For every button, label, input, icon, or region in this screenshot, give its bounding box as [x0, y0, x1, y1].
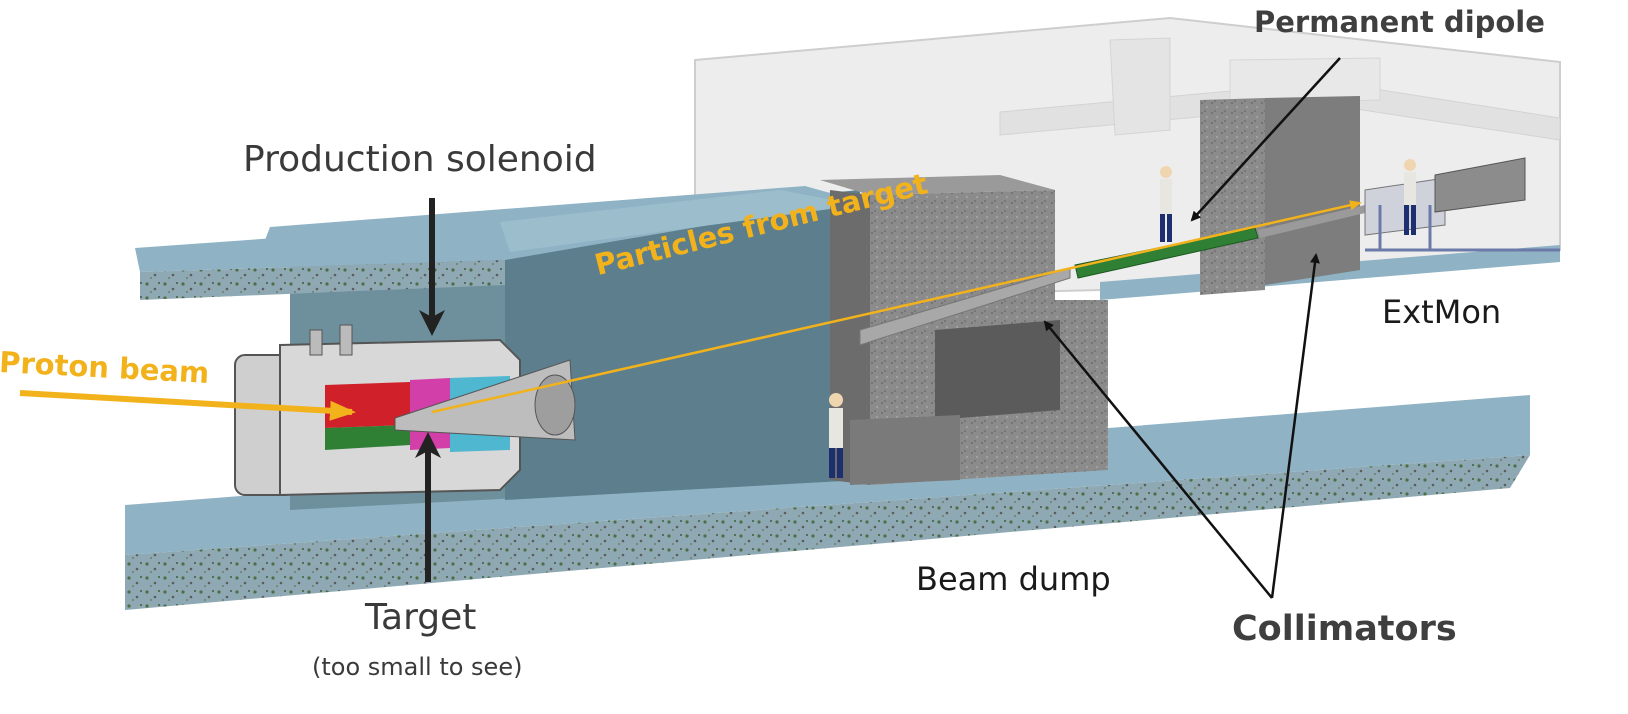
label-target: Target — [365, 597, 477, 638]
arrow-icon — [1043, 320, 1273, 599]
arrow-icon — [1190, 57, 1341, 222]
person-icon — [1160, 166, 1172, 242]
label-permanent-dipole: Permanent dipole — [1254, 5, 1545, 39]
person-icon — [1404, 159, 1416, 235]
label-collimators: Collimators — [1232, 609, 1457, 649]
label-beam-dump: Beam dump — [916, 560, 1111, 598]
beam-dump-block — [820, 175, 1108, 485]
beamline — [859, 157, 1560, 346]
arrow-icon — [19, 390, 356, 421]
label-production-solenoid: Production solenoid — [243, 139, 597, 180]
person-icon — [829, 393, 843, 478]
particle-trajectory — [431, 200, 1362, 414]
ceiling-slab — [135, 186, 860, 300]
label-extmon: ExtMon — [1382, 293, 1502, 331]
label-target-note: (too small to see) — [312, 653, 523, 681]
arrow-icon — [1270, 253, 1320, 599]
